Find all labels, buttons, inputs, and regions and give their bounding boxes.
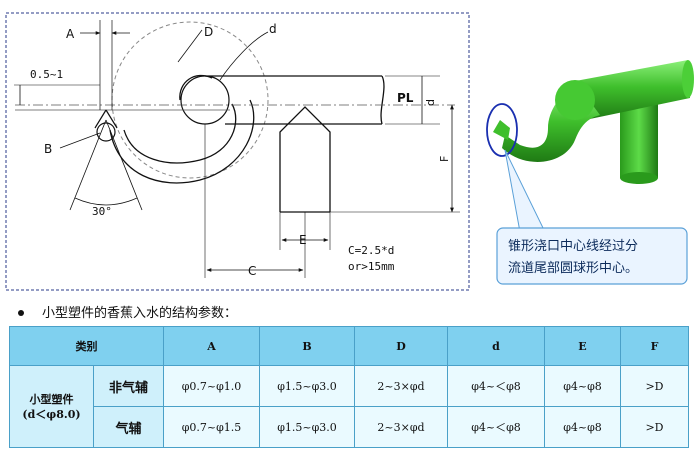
- row-type: 非气辅: [93, 365, 164, 407]
- table-header-row: 类别 A B D d E F: [9, 326, 689, 366]
- cell-d-upper: 2~3×φd: [354, 406, 448, 448]
- green-3d-model: [493, 60, 694, 184]
- sprue: [279, 106, 331, 213]
- gate-highlight-circle: [486, 103, 518, 157]
- cell-f: >D: [620, 365, 689, 407]
- header-d-upper: D: [354, 326, 448, 366]
- callout-line2: 流道尾部圆球形中心。: [508, 261, 638, 276]
- row-type: 气辅: [93, 406, 164, 448]
- intro-text: 小型塑件的香蕉入水的结构参数：: [42, 306, 238, 321]
- cell-e: φ4~φ8: [544, 406, 621, 448]
- category-line1: 小型塑件: [29, 392, 74, 406]
- formula-line1: C=2.5*d: [348, 244, 394, 257]
- bullet-icon: [18, 309, 24, 316]
- label-angle: 30°: [92, 205, 112, 218]
- cell-e: φ4~φ8: [544, 365, 621, 407]
- category-line2: (d＜φ8.0): [22, 407, 81, 421]
- table-row: 气辅 φ0.7~φ1.5 φ1.5~φ3.0 2~3×φd φ4~＜φ8 φ4~…: [10, 406, 689, 448]
- label-f: F: [438, 156, 451, 162]
- label-e: E: [299, 233, 307, 247]
- cell-d-lower: φ4~＜φ8: [447, 406, 545, 448]
- label-d-side: d: [424, 99, 437, 106]
- drawing-frame: [5, 12, 470, 291]
- cell-d-upper: 2~3×φd: [354, 365, 448, 407]
- label-a: A: [66, 27, 75, 41]
- header-a: A: [163, 326, 260, 366]
- formula-line2: or>15mm: [348, 260, 395, 273]
- category-cell: 小型塑件 (d＜φ8.0): [9, 365, 94, 448]
- header-b: B: [259, 326, 355, 366]
- callout-box: 锥形浇口中心线经过分 流道尾部圆球形中心。: [496, 149, 688, 285]
- callout-line1: 锥形浇口中心线经过分: [508, 239, 638, 254]
- header-f: F: [620, 326, 689, 366]
- label-d-upper: D: [204, 25, 213, 39]
- cell-d-lower: φ4~＜φ8: [447, 365, 545, 407]
- header-e: E: [544, 326, 621, 366]
- label-c: C: [248, 264, 256, 278]
- label-offset: 0.5~1: [30, 68, 63, 81]
- header-category: 类别: [9, 326, 164, 366]
- technical-drawing: A D d 0.5~1 B 30° PL d F E C C=2.5*d or>…: [5, 12, 694, 291]
- table-row: 小型塑件 (d＜φ8.0) 非气辅 φ0.7~φ1.0 φ1.5~φ3.0 2~…: [9, 365, 689, 448]
- parameter-table: 类别 A B D d E F 小型塑件 (d＜φ8.0) 非气辅 φ0.7~φ1…: [9, 326, 689, 448]
- cell-a: φ0.7~φ1.5: [163, 406, 260, 448]
- cell-f: >D: [620, 406, 689, 448]
- cell-a: φ0.7~φ1.0: [163, 365, 260, 407]
- label-b: B: [44, 142, 52, 156]
- header-d-lower: d: [447, 326, 545, 366]
- gate-cone: [94, 109, 118, 142]
- label-d-lower: d: [269, 22, 277, 36]
- circle-d-outline: [111, 21, 269, 179]
- intro-row: 小型塑件的香蕉入水的结构参数：: [18, 302, 237, 321]
- cell-b: φ1.5~φ3.0: [259, 365, 355, 407]
- cell-b: φ1.5~φ3.0: [259, 406, 355, 448]
- banana-runner: [109, 74, 255, 184]
- main-runner: [205, 75, 385, 125]
- label-pl: PL: [397, 91, 414, 105]
